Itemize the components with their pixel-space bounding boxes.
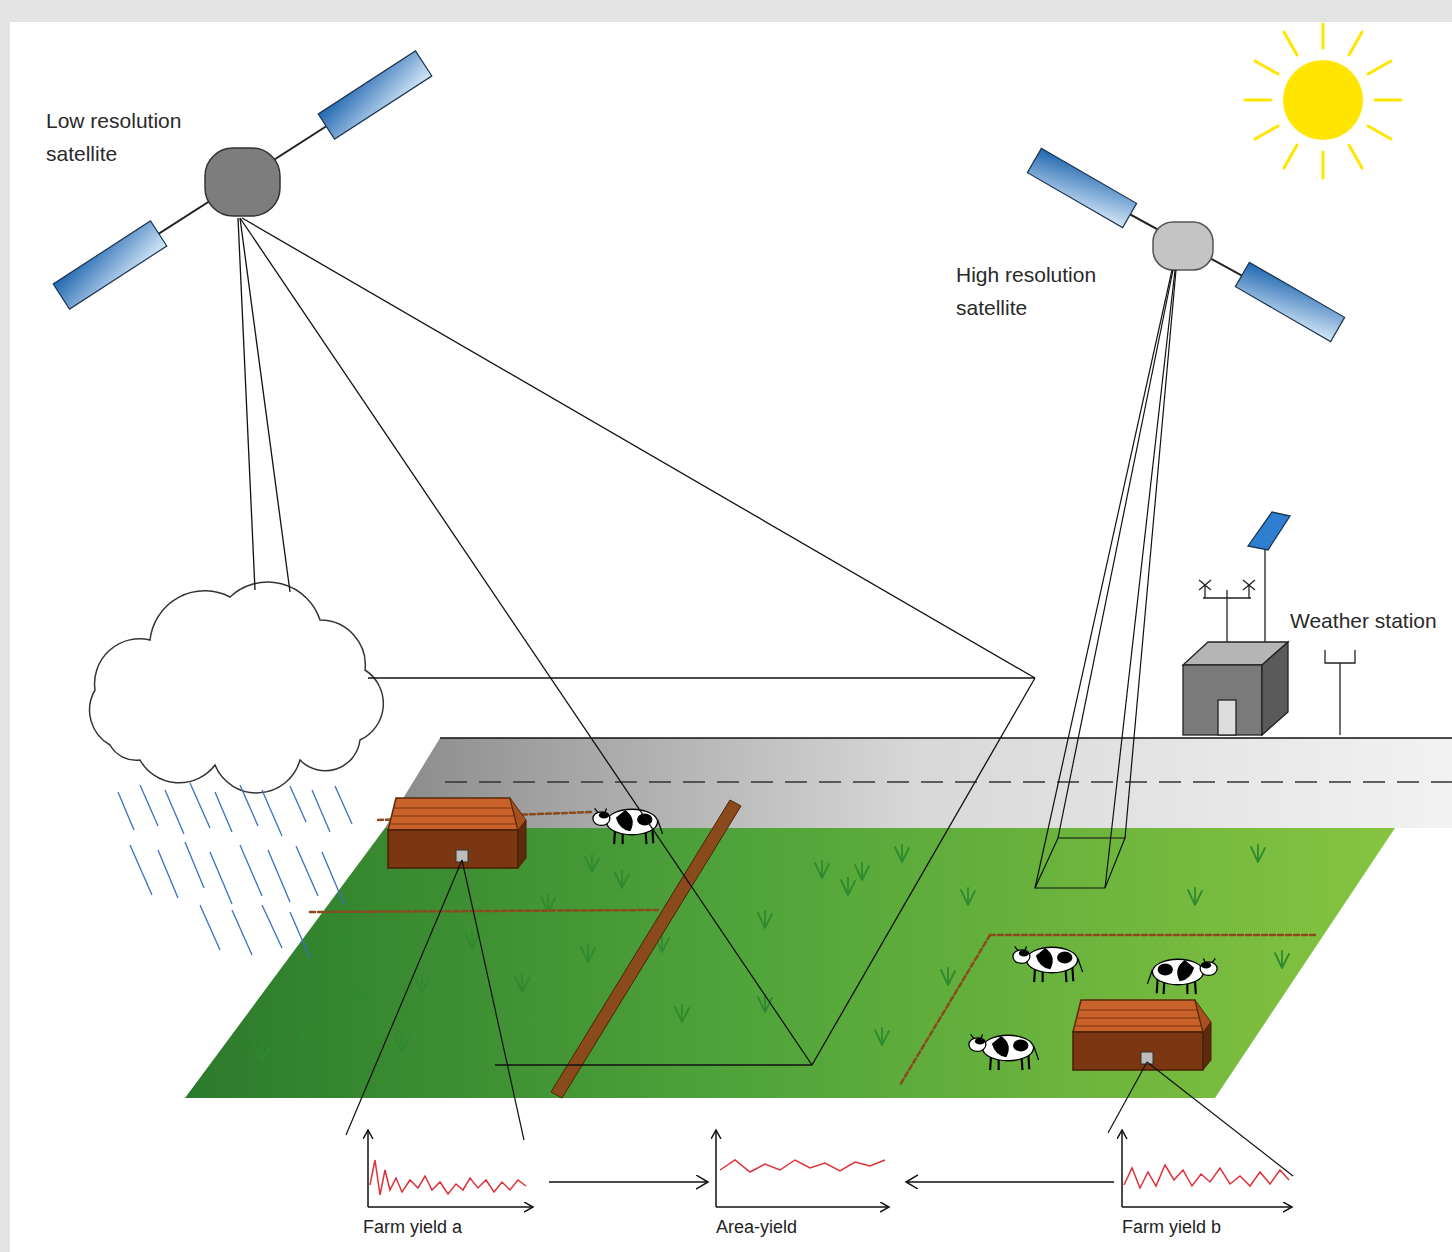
footprint-lines [1035, 270, 1176, 888]
high-resolution-satellite [1027, 148, 1344, 341]
low-resolution-satellite [53, 51, 432, 309]
yield-chart [716, 1130, 889, 1207]
panel [10, 22, 1452, 1252]
footprint-lines [238, 218, 1035, 1065]
chart-label: Area-yield [708, 1216, 906, 1238]
flow-arrow [549, 1181, 708, 1183]
part-label: High resolution satellite [956, 258, 1116, 324]
yield-chart [368, 1130, 533, 1207]
part-label: Weather station [1290, 604, 1448, 637]
field [185, 828, 1395, 1098]
barn [388, 798, 526, 868]
flow-arrow [906, 1181, 1114, 1183]
chart-node: Farm yield b [1114, 1120, 1310, 1238]
chart-label: Farm yield b [1114, 1216, 1310, 1238]
chart-label: Farm yield a [355, 1216, 549, 1238]
barn [1073, 1000, 1211, 1070]
yield-chart [1122, 1130, 1292, 1207]
rain [118, 783, 352, 958]
chart-node: Farm yield a [355, 1120, 549, 1238]
cow [1147, 958, 1217, 994]
leader-lines [346, 860, 1293, 1176]
chart-node: Area-yield [708, 1120, 906, 1238]
sun [1245, 24, 1401, 178]
part-label: Low resolution satellite [46, 104, 206, 170]
wooden-rail [551, 800, 741, 1098]
cow [1013, 946, 1083, 982]
cow [593, 808, 663, 844]
cow [969, 1034, 1039, 1070]
cloud [90, 582, 384, 793]
